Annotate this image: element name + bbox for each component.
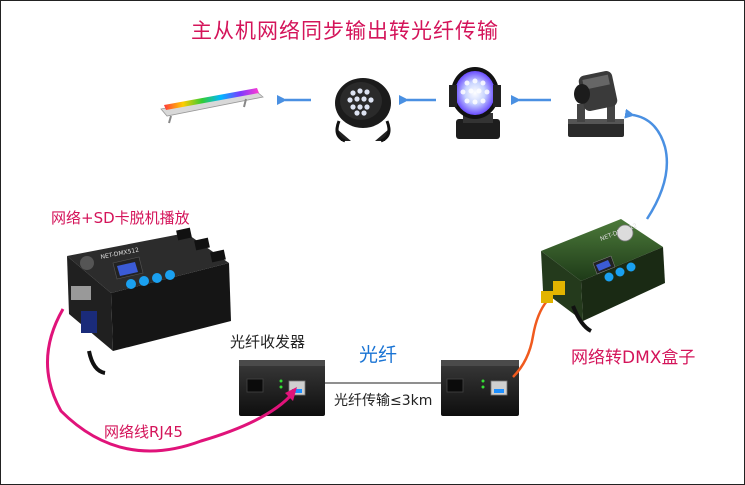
moving-head-spot-light — [568, 70, 624, 137]
par-light — [335, 78, 391, 143]
orange-fiber-cable — [512, 300, 548, 378]
diagram-title: 主从机网络同步输出转光纤传输 — [191, 19, 499, 43]
net-dmx512-box — [541, 219, 665, 333]
distance-label: 光纤传输≤3km — [334, 393, 433, 409]
player-label: 网络+SD卡脱机播放 — [51, 209, 190, 227]
led-bar-light — [160, 88, 264, 124]
fiber-transceiver-left — [239, 360, 325, 416]
dmx-box-label: 网络转DMX盒子 — [571, 348, 696, 368]
rj45-cable-arrowhead — [285, 387, 297, 401]
rj45-network-cable — [46, 308, 295, 453]
fiber-transceiver-right — [441, 360, 519, 416]
fiber-label: 光纤 — [359, 344, 398, 366]
transceiver-label: 光纤收发器 — [230, 333, 306, 351]
arrow-box-to-spot — [624, 108, 669, 220]
led-moving-head-light — [449, 67, 501, 139]
net-dmx512-controller — [67, 227, 231, 375]
cable-label: 网络线RJ45 — [104, 423, 183, 441]
